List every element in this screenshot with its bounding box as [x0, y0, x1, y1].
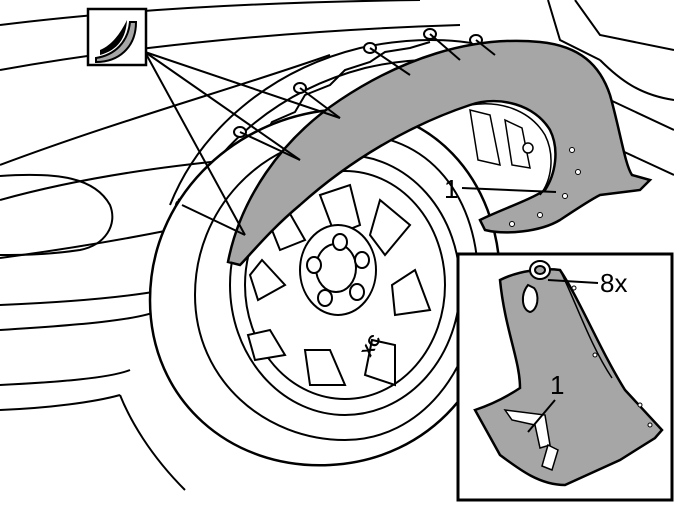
lug-nuts [306, 233, 370, 307]
arch-mounting-holes [509, 147, 581, 227]
inset-part-leader [527, 399, 556, 433]
rim-window [248, 258, 287, 302]
rim-window [390, 268, 432, 317]
arch-part-leader [461, 187, 557, 193]
car-body-outline [0, 0, 674, 491]
rim-window [363, 338, 396, 387]
icon-leader-lines [144, 33, 496, 236]
rim-window [303, 349, 347, 386]
clip-quantity: 8x [600, 268, 627, 298]
inset-part-number: 1 [550, 370, 564, 400]
rim-window [318, 183, 362, 237]
wheel-arch-extension [226, 39, 653, 267]
fastener-clip [522, 260, 551, 314]
wheel-rim [229, 154, 461, 416]
inset-detail: 8x 1 [456, 252, 674, 502]
arch-part-number: 1 [444, 174, 458, 204]
crescent-sealant-icon [86, 7, 148, 67]
rim-window [368, 198, 412, 257]
rim-window [246, 328, 287, 362]
clip-quantity-leader [547, 279, 599, 284]
